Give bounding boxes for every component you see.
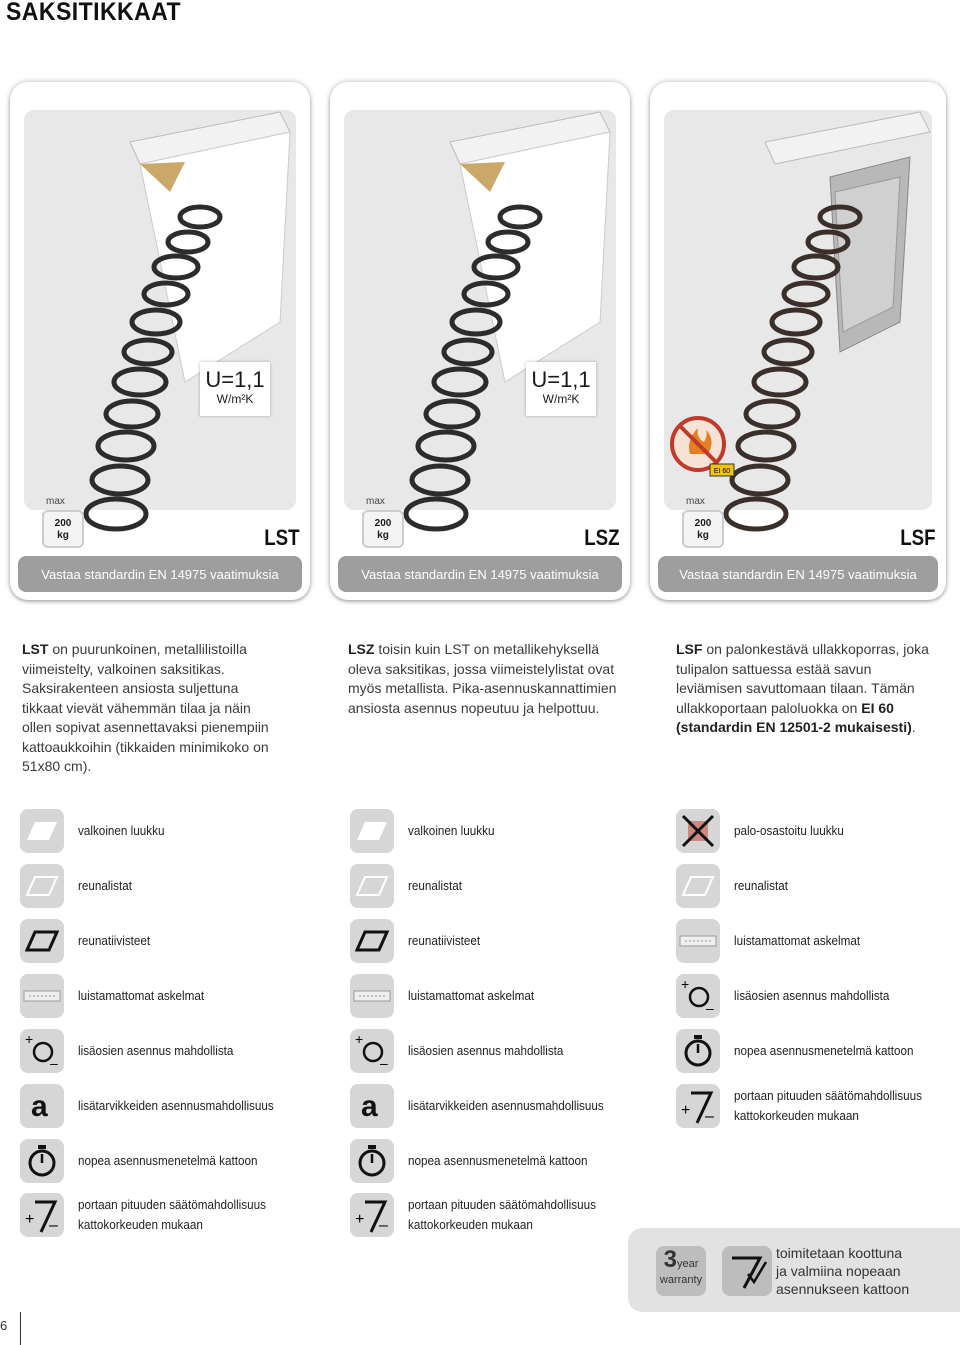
svg-text:–: –	[380, 1055, 388, 1070]
feature-item: palo-osastoitu luukku	[676, 808, 856, 854]
fire-class-label: EI 60	[714, 468, 730, 475]
accessory-letter-a-icon: a	[20, 1084, 64, 1128]
svg-text:–: –	[49, 1217, 58, 1234]
feature-item: +– lisäosien asennus mahdollista	[350, 1028, 581, 1074]
standard-footer: Vastaa standardin EN 14975 vaatimuksia	[658, 556, 938, 592]
length-adjust-icon: +–	[676, 1084, 720, 1128]
stopwatch-icon	[676, 1029, 720, 1073]
feature-item: +– lisäosien asennus mahdollista	[20, 1028, 251, 1074]
svg-text:+: +	[25, 1211, 34, 1228]
feature-item: luistamattomat askelmat	[20, 973, 218, 1019]
length-adjust-icon: +–	[350, 1193, 394, 1237]
feature-item: nopea asennusmenetelmä kattoon	[676, 1028, 933, 1074]
stopwatch-icon	[20, 1139, 64, 1183]
svg-text:+: +	[355, 1211, 364, 1228]
feature-item: luistamattomat askelmat	[350, 973, 548, 1019]
scissor-ladder-image	[403, 111, 611, 532]
trim-strips-icon	[20, 864, 64, 908]
feature-item: reunatiivisteet	[350, 918, 488, 964]
feature-item: nopea asennusmenetelmä kattoon	[20, 1138, 277, 1184]
warranty-panel: 3year warranty toimitetaan koottuna ja v…	[628, 1228, 960, 1312]
feature-item: luistamattomat askelmat	[676, 918, 874, 964]
non-slip-steps-icon	[20, 974, 64, 1018]
trim-strips-icon	[350, 864, 394, 908]
svg-text:+: +	[355, 1032, 363, 1047]
svg-text:+: +	[25, 1032, 33, 1047]
feature-item: a lisätarvikkeiden asennusmahdollisuus	[20, 1083, 296, 1129]
feature-item: reunalistat	[20, 863, 138, 909]
model-name: LST	[264, 525, 300, 550]
svg-text:+: +	[681, 1102, 690, 1119]
feature-item: valkoinen luukku	[350, 808, 504, 854]
page-title: SAKSITIKKAAT	[6, 0, 182, 26]
stopwatch-icon	[350, 1139, 394, 1183]
edge-seals-icon	[20, 919, 64, 963]
trim-strips-icon	[676, 864, 720, 908]
model-name: LSF	[900, 525, 936, 550]
non-slip-steps-icon	[676, 919, 720, 963]
feature-item: +– lisäosien asennus mahdollista	[676, 973, 907, 1019]
length-adjust-icon: +–	[20, 1193, 64, 1237]
warranty-badge: 3year warranty	[656, 1246, 706, 1296]
white-hatch-icon	[20, 809, 64, 853]
svg-text:–: –	[705, 1108, 714, 1125]
svg-text:+: +	[681, 977, 689, 992]
page-number: 6	[0, 1318, 8, 1333]
description-lsz: LSZ toisin kuin LST on metallikehyksellä…	[348, 641, 617, 716]
accessory-install-icon: +–	[350, 1029, 394, 1073]
standard-footer: Vastaa standardin EN 14975 vaatimuksia	[18, 556, 302, 592]
feature-item: reunatiivisteet	[20, 918, 158, 964]
non-slip-steps-icon	[350, 974, 394, 1018]
svg-text:–: –	[706, 1000, 714, 1015]
accessory-install-icon: +–	[676, 974, 720, 1018]
model-name: LSZ	[584, 525, 620, 550]
accessory-install-icon: +–	[20, 1029, 64, 1073]
standard-footer: Vastaa standardin EN 14975 vaatimuksia	[338, 556, 622, 592]
fire-compartment-hatch-icon	[676, 809, 720, 853]
feature-item: a lisätarvikkeiden asennusmahdollisuus	[350, 1083, 626, 1129]
page-divider	[20, 1312, 21, 1345]
edge-seals-icon	[350, 919, 394, 963]
svg-text:–: –	[379, 1217, 388, 1234]
description-lst: LST on puurunkoinen, metallilistoilla vi…	[22, 641, 269, 774]
scissor-ladder-image: EI 60	[670, 111, 931, 532]
preassembled-ladder-icon	[722, 1246, 772, 1296]
feature-item: valkoinen luukku	[20, 808, 174, 854]
warranty-text: toimitetaan koottuna ja valmiina nopeaan…	[776, 1245, 910, 1297]
svg-text:–: –	[50, 1055, 58, 1070]
feature-item: reunalistat	[676, 863, 794, 909]
svg-text:a: a	[31, 1090, 48, 1123]
feature-item: reunalistat	[350, 863, 468, 909]
scissor-ladder-image	[83, 111, 291, 532]
description-lsf: LSF on palonkestävä ullakkoporras, joka …	[676, 641, 929, 735]
svg-text:a: a	[361, 1090, 378, 1123]
feature-item: nopea asennusmenetelmä kattoon	[350, 1138, 607, 1184]
white-hatch-icon	[350, 809, 394, 853]
fire-resistant-icon	[670, 416, 726, 472]
accessory-letter-a-icon: a	[350, 1084, 394, 1128]
